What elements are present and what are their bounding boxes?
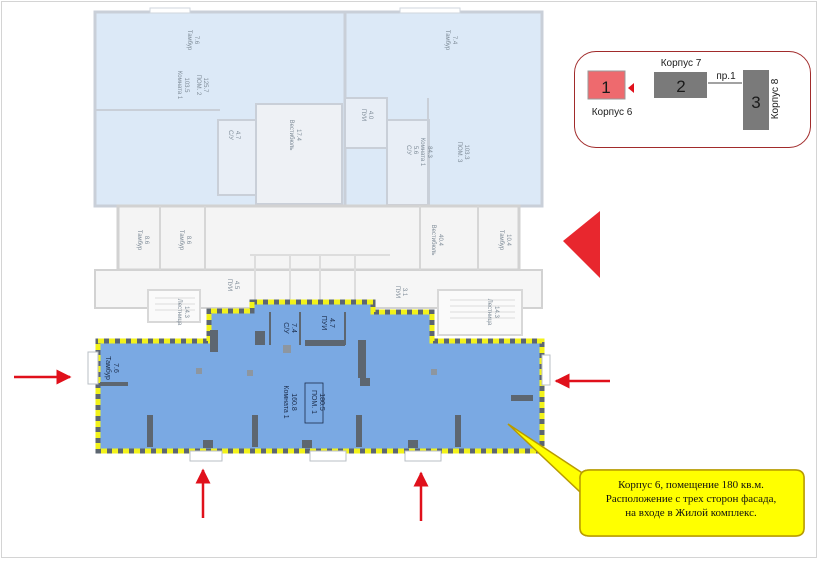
room-area-label: 84.3 bbox=[426, 146, 432, 158]
room-name-label: Вестибюль bbox=[288, 120, 294, 151]
label-korpus7: Корпус 7 bbox=[661, 58, 702, 69]
unit-su-area: 7.4 bbox=[290, 323, 297, 333]
block-3 bbox=[743, 70, 769, 130]
room-area-label: 125.7 bbox=[202, 77, 208, 93]
unit-su-label: С/У bbox=[282, 322, 289, 334]
block-1 bbox=[587, 70, 626, 100]
unit-pom-label: ПОМ. 1 bbox=[310, 390, 317, 414]
room-area-label: 7.4 bbox=[451, 36, 457, 45]
room-name-label: Тамбур bbox=[498, 230, 504, 251]
room-area-label: 4.7 bbox=[234, 131, 240, 140]
unit-tambur-area: 7.6 bbox=[112, 363, 119, 373]
room-area-label: 103.3 bbox=[463, 144, 469, 160]
room-area-label: 14.3 bbox=[183, 306, 189, 318]
room-area-label: 4.5 bbox=[233, 281, 239, 290]
room-area-label: 7.6 bbox=[193, 36, 199, 45]
room-area-label: 8.6 bbox=[185, 236, 191, 245]
room-area-label: 8.6 bbox=[143, 236, 149, 245]
room-name-label: Лестница bbox=[486, 299, 492, 326]
upper-section bbox=[93, 7, 544, 208]
block-1-pointer bbox=[628, 83, 634, 93]
room-name-label: С/У bbox=[227, 130, 233, 140]
block-1-label: 1 bbox=[601, 78, 610, 97]
label-pr1: пр.1 bbox=[716, 71, 736, 82]
room-name-label: ПУИ bbox=[360, 109, 366, 121]
block-2 bbox=[654, 72, 707, 98]
room-name-label: Комната 1 bbox=[176, 71, 182, 100]
unit-pui-label: ПУИ bbox=[320, 316, 327, 331]
room-area-label: 5.6 bbox=[412, 146, 418, 155]
room-area-label: 14.3 bbox=[493, 306, 499, 318]
callout-line-1: Корпус 6, помещение 180 кв.м. bbox=[618, 479, 764, 491]
key-plan: 1 2 3 Корпус 7 Корпус 6 пр.1 Корпус 8 bbox=[574, 51, 811, 148]
room-name-label: Комната 1 bbox=[419, 138, 425, 167]
room-name-label: Тамбур bbox=[178, 230, 184, 251]
key-plan-diagram: 1 2 3 Корпус 7 Корпус 6 пр.1 Корпус 8 bbox=[587, 58, 781, 130]
room-name-label: Тамбур bbox=[444, 30, 450, 51]
room-area-label: 103.5 bbox=[183, 77, 189, 93]
room-area-label: 4.0 bbox=[367, 111, 373, 120]
room-name-label: Тамбур bbox=[186, 30, 192, 51]
label-korpus6: Корпус 6 bbox=[592, 107, 633, 118]
room-area-label: 40.4 bbox=[437, 234, 443, 246]
highlighted-unit[interactable] bbox=[95, 299, 545, 454]
room-area-label: 3.1 bbox=[401, 288, 407, 297]
unit-room-area: 160.8 bbox=[290, 393, 297, 411]
room-name-label: ПУИ bbox=[226, 279, 232, 291]
room-area-label: 10.4 bbox=[505, 234, 511, 246]
callout-line-3: на входе в Жилой комплекс. bbox=[625, 507, 757, 519]
room-name-label: ПОМ. 2 bbox=[195, 75, 201, 96]
callout-line-2: Расположение с трех сторон фасада, bbox=[605, 493, 777, 505]
room-name-label: ПОМ. 3 bbox=[456, 142, 462, 163]
block-2-label: 2 bbox=[676, 77, 685, 96]
unit-total-area: 180.5 bbox=[318, 393, 325, 411]
entrance-triangle-pointer bbox=[563, 211, 600, 278]
unit-labels: ПОМ. 1 180.5 Комната 1 160.8 С/У 7.4 ПУИ… bbox=[104, 316, 335, 419]
room-area-label: 17.4 bbox=[295, 129, 301, 141]
entrance-arrows bbox=[14, 369, 610, 521]
callout-text: Корпус 6, помещение 180 кв.м. Расположен… bbox=[588, 478, 794, 520]
room-name-label: Вестибюль bbox=[430, 225, 436, 256]
room-name-label: С/У bbox=[405, 145, 411, 155]
unit-room-label: Комната 1 bbox=[282, 385, 289, 418]
callout-bubble bbox=[507, 423, 805, 537]
room-name-label: Лестница bbox=[176, 299, 182, 326]
unit-pui-area: 4.7 bbox=[328, 318, 335, 328]
label-korpus8: Корпус 8 bbox=[770, 78, 781, 119]
block-3-label: 3 bbox=[751, 93, 760, 112]
room-name-label: ПУИ bbox=[394, 286, 400, 298]
room-name-label: Тамбур bbox=[136, 230, 142, 251]
doors bbox=[87, 351, 551, 462]
unit-tambur-label: Тамбур bbox=[104, 356, 112, 380]
